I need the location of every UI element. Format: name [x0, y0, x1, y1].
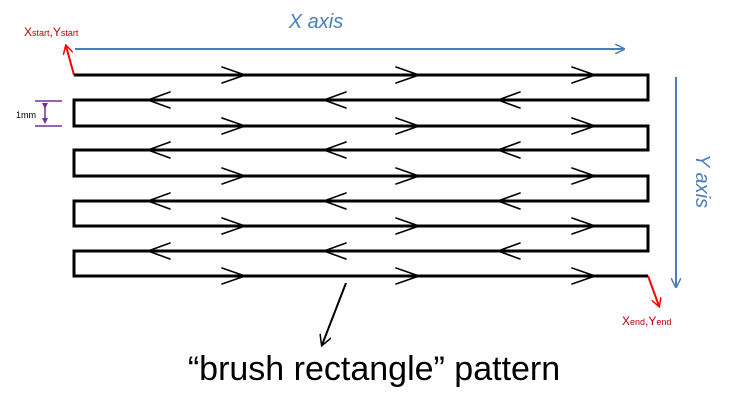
start-marker-arrow	[66, 46, 75, 76]
direction-chevron-left	[321, 192, 347, 210]
direction-chevron-right	[395, 167, 422, 185]
direction-chevron-right	[221, 117, 248, 135]
direction-chevron-right	[571, 66, 598, 84]
direction-chevron-left	[495, 91, 521, 109]
direction-chevron-left	[145, 192, 171, 210]
direction-chevron-left	[495, 242, 521, 260]
direction-chevron-right	[571, 267, 598, 285]
y-axis-label: Y axis	[691, 154, 713, 208]
direction-chevron-left	[495, 141, 521, 159]
spacing-label: 1mm	[16, 110, 36, 120]
direction-chevron-right	[221, 167, 248, 185]
diagram-caption: “brush rectangle” pattern	[187, 350, 561, 388]
direction-chevron-right	[221, 267, 248, 285]
direction-chevron-right	[395, 217, 422, 235]
direction-chevron-left	[321, 141, 347, 159]
caption-pointer-arrow	[322, 282, 347, 345]
direction-chevron-left	[145, 91, 171, 109]
direction-chevron-right	[395, 117, 422, 135]
direction-chevron-left	[495, 192, 521, 210]
direction-chevron-right	[221, 217, 248, 235]
end-point-label: Xend,Yend	[622, 314, 671, 328]
end-marker-arrow	[647, 275, 659, 306]
direction-chevron-left	[145, 141, 171, 159]
direction-chevron-left	[145, 242, 171, 260]
direction-chevron-right	[571, 117, 598, 135]
direction-chevron-left	[321, 242, 347, 260]
direction-chevron-right	[221, 66, 248, 84]
direction-chevron-right	[395, 267, 422, 285]
x-axis-label: X axis	[288, 11, 343, 33]
direction-chevron-right	[395, 66, 422, 84]
brush-path	[72, 73, 650, 278]
start-point-label: Xstart,Ystart	[24, 25, 79, 39]
direction-chevron-right	[571, 167, 598, 185]
direction-chevron-right	[571, 217, 598, 235]
direction-chevron-left	[321, 91, 347, 109]
